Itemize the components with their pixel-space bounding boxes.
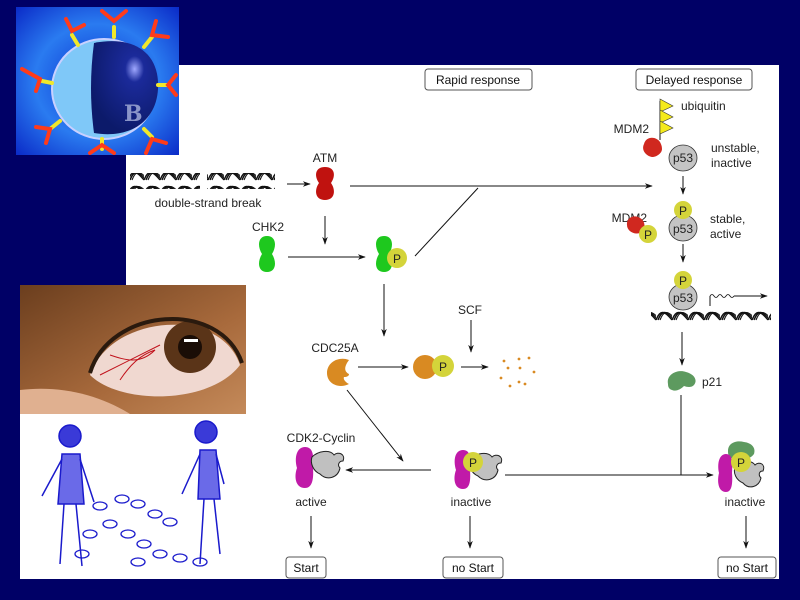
arrow-cdc25a-cdk2 [346, 389, 404, 462]
mdm2-top-label: MDM2 [614, 122, 650, 136]
p53-dna-phosphate [674, 271, 692, 289]
atm-label: ATM [313, 151, 337, 165]
chk2-phospho-protein [376, 236, 392, 272]
p53-label: p53 [673, 291, 693, 305]
inactive-state-label: inactive [711, 156, 752, 170]
delayed-response-label: Delayed response [646, 73, 743, 87]
chk2-label: CHK2 [252, 220, 284, 234]
phospho-label: P [469, 456, 477, 470]
p53-phosphate [674, 201, 692, 219]
cdc25a-label: CDC25A [311, 341, 358, 355]
start-label: Start [293, 561, 319, 575]
phospho-label: P [439, 360, 447, 374]
p21-protein [667, 371, 696, 391]
chk2-protein [259, 236, 275, 272]
inactive-right-label: inactive [725, 495, 766, 509]
no-start-right-label: no Start [726, 561, 769, 575]
dsb-label: double-strand break [155, 196, 263, 210]
cdk2-cyclin-p21-complex [718, 441, 765, 492]
mdm2-bound-protein [643, 137, 662, 157]
no-start-outcome-box-mid: no Start [442, 556, 504, 579]
antibody-icons [20, 9, 178, 155]
cdk2-cyclin-label: CDK2-Cyclin [287, 431, 356, 445]
active-label: active [295, 495, 327, 509]
no-start-outcome-box-right: no Start [717, 556, 777, 579]
stable-label: stable, [710, 212, 745, 226]
line-chk2-p53 [414, 187, 479, 257]
phospho-label: P [393, 252, 401, 266]
b-letter: B [124, 101, 143, 127]
footprint-icons [74, 494, 208, 567]
scf-label: SCF [458, 303, 482, 317]
active-state-label: active [710, 227, 742, 241]
mdm2-phosphate [639, 225, 657, 243]
cdk2-cyclin-active-complex [295, 447, 345, 488]
transcription-arrow [709, 293, 768, 306]
atm-protein [316, 167, 334, 200]
phospho-label: P [737, 456, 745, 470]
start-outcome-box: Start [285, 556, 327, 579]
rapid-response-header: Rapid response [424, 68, 533, 91]
delayed-response-header: Delayed response [635, 68, 753, 91]
phospho-label: P [644, 228, 652, 242]
chk2-phosphate [387, 248, 407, 268]
degraded-fragments [499, 356, 536, 388]
inactive-mid-label: inactive [451, 495, 492, 509]
children-footprints-drawing [20, 414, 250, 579]
ubiquitin-chain [659, 98, 674, 140]
phospho-label: P [679, 274, 687, 288]
cdc25a-protein [327, 358, 349, 386]
dna-double-strand-break [130, 173, 275, 189]
p53-label: p53 [673, 222, 693, 236]
mdm2-free-protein [626, 216, 645, 234]
eye-photo [20, 285, 246, 414]
p53-label: p53 [673, 151, 693, 165]
rapid-response-label: Rapid response [436, 73, 520, 87]
p53-unstable [668, 144, 698, 172]
ubiquitin-label: ubiquitin [681, 99, 726, 113]
p53-target-dna [651, 307, 771, 323]
p21-label: p21 [702, 375, 722, 389]
cdc25a-phosphate [432, 355, 454, 377]
phospho-label: P [679, 204, 687, 218]
unstable-label: unstable, [711, 141, 760, 155]
cdc25a-phospho-protein [413, 355, 437, 379]
b-cell-image: B [16, 7, 179, 155]
cdk2-cyclin-inactive-complex [454, 450, 503, 489]
no-start-mid-label: no Start [452, 561, 495, 575]
